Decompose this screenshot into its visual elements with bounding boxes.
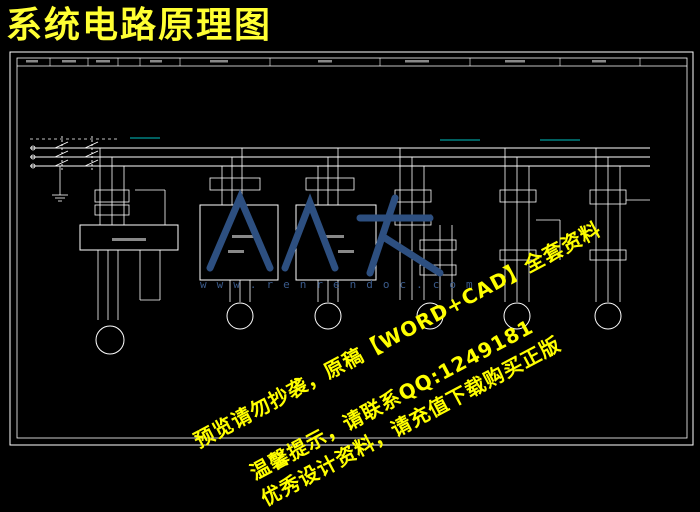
bus-terminals	[30, 145, 36, 169]
vfd-2-model-mark	[338, 250, 354, 253]
logo-strokes	[206, 189, 444, 277]
vfd-2-label-mark	[322, 235, 344, 238]
drawing-frame	[9, 51, 694, 446]
title-strip-text-marks	[26, 60, 606, 63]
branch-3-feeders	[305, 148, 355, 205]
title-strip-dividers	[49, 58, 641, 66]
branch-1-outputs	[97, 189, 166, 320]
motor-1	[95, 325, 125, 355]
ground-branch	[52, 166, 68, 202]
motor-6	[594, 302, 622, 330]
motor-4	[416, 302, 444, 330]
drawing-inner-frame	[16, 57, 688, 439]
cyan-control-marks	[130, 137, 580, 141]
page-title: 系统电路原理图	[6, 5, 273, 46]
motor-5	[503, 302, 531, 330]
watermark-logo	[206, 189, 444, 277]
vfd-1-model-mark	[228, 250, 244, 253]
phase-bus	[30, 147, 650, 167]
branch-5-contactors	[499, 148, 561, 302]
branch-3-outputs	[317, 280, 339, 302]
soft-starter-label-mark	[112, 238, 146, 241]
branch-2-outputs	[229, 280, 251, 302]
circuit-schematic	[9, 51, 694, 446]
soft-starter-unit	[79, 224, 179, 251]
main-switch	[54, 136, 99, 170]
branch-6-contactors	[589, 148, 650, 302]
watermark-site: www.renrendoc.com	[200, 278, 483, 291]
branch-1-feeders	[94, 148, 130, 225]
branch-4-contactors	[394, 148, 457, 300]
motor-3	[314, 302, 342, 330]
vfd-1-label-mark	[232, 235, 254, 238]
motor-2	[226, 302, 254, 330]
